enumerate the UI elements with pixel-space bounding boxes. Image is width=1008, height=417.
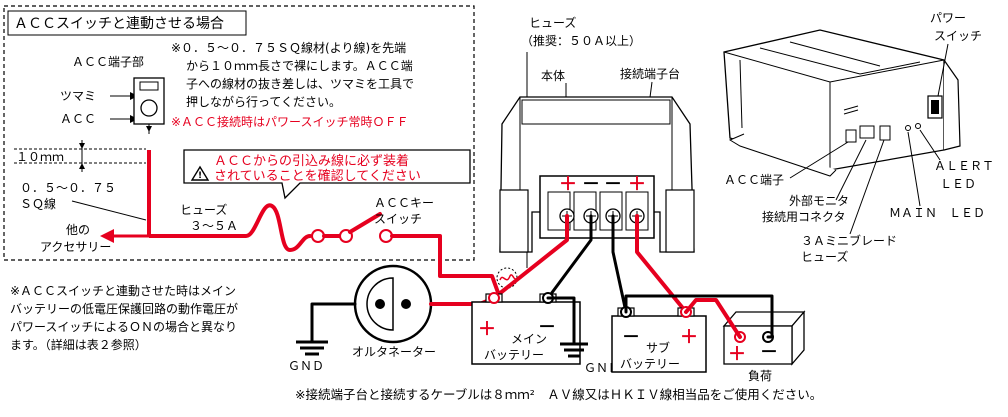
acc-knob-icon [140, 99, 158, 117]
acc-switch-section: ＡＣＣスイッチと連動させる場合 ＡＣＣ端子部 ツマミ ＡＣＣ ※０．５～０．７５… [3, 5, 475, 261]
main-plus-wire [492, 214, 569, 300]
terminal-sign-1: ＋ [559, 174, 577, 195]
alternator-icon [353, 264, 433, 344]
acc-terminal-block [133, 77, 165, 134]
sub-battery-minus: － [622, 327, 640, 348]
terminal-sign-3: － [604, 174, 622, 195]
alternator-ground-wire [310, 302, 357, 344]
load-minus-wire [624, 294, 774, 339]
caution-callout: ! ＡＣＣからの引込み線に必ず装着 されていることを確認してください [183, 149, 471, 200]
wire-size-line-1: ０．５～０．７５ [20, 181, 116, 195]
ground-icon-1 [296, 340, 328, 356]
main-fuse-recommend: （推奨：５０Ａ以上） [521, 34, 641, 48]
bottom-note-line-3: パワースイッチによるＯＮの場合と異なり [10, 319, 237, 334]
accessory-arrow-icon [100, 229, 114, 243]
wire-size-line-2: ＳＱ線 [20, 196, 56, 211]
mini-fuse-label-line-1: ３Ａミニブレード [801, 233, 897, 248]
acc-key-label-line-2: スイッチ [374, 212, 422, 226]
svg-text:!: ! [198, 171, 202, 181]
acc-fuse-label-line-1: ヒューズ [180, 202, 227, 217]
main-battery-ground-wire [546, 296, 576, 346]
main-minus-wire [546, 214, 593, 300]
caution-line-1: ＡＣＣからの引込み線に必ず装着 [214, 153, 409, 169]
power-circuit: ※ＡＣＣスイッチと連動させた時はメイン バッテリーの低電圧保護回路の動作電圧が … [10, 264, 822, 402]
device-main-led [905, 125, 911, 131]
alert-led-label-line-1: ＡＬＥＲＴ [934, 159, 994, 173]
ext-monitor-label-line-1: 外部モニタ [789, 193, 849, 208]
acc-fuse-label-line-2: ３～５Ａ [190, 219, 238, 233]
device-acc-terminal-icon [845, 129, 857, 143]
acc-warning-power-off: ※ＡＣＣ接続時はパワースイッチ常時ＯＦＦ [171, 114, 408, 129]
load-plus: ＋ [728, 344, 746, 365]
acc-note-line-2: から１０ｍｍ長さで裸にします。ＡＣＣ端 [186, 58, 413, 73]
power-switch-label-line-2: スイッチ [934, 29, 982, 43]
acc-to-battery-wire [390, 234, 502, 300]
cable-note: ※接続端子台と接続するケーブルは８ｍｍ² ＡＶ線又はＨＫＩＶ線相当品をご使用くだ… [295, 387, 822, 402]
bottom-note-line-2: バッテリーの低電圧保護回路の動作電圧が [10, 301, 238, 316]
sub-plus-wire [635, 214, 688, 314]
main-battery-minus: － [538, 317, 556, 338]
terminal-sign-4: ＋ [628, 174, 646, 195]
main-battery-plus: ＋ [478, 319, 496, 340]
dim-10mm-label: １０ｍｍ [16, 150, 64, 164]
acc-fuse-icon [244, 203, 312, 252]
terminal-block-label: 接続端子台 [620, 66, 680, 81]
device-alert-led [915, 123, 921, 129]
main-battery [471, 292, 581, 365]
acc-section-border [3, 5, 475, 261]
ground-icon-2 [560, 342, 588, 358]
acc-terminal-device-label: ＡＣＣ端子 [724, 173, 784, 187]
mini-fuse-label-line-2: ヒューズ [801, 249, 848, 264]
main-fuse-label: ヒューズ [529, 15, 576, 30]
main-led-label: ＭＡＩＮ ＬＥＤ [889, 206, 985, 220]
caution-line-2: されていることを確認してください [214, 168, 421, 184]
wire-size-leader [71, 200, 147, 221]
acc-label: ＡＣＣ [60, 112, 96, 126]
bottom-note-line-1: ※ＡＣＣスイッチと連動させた時はメイン [10, 284, 236, 298]
device-mini-fuse-icon [879, 125, 891, 141]
alert-led-label-line-2: ＬＥＤ [940, 177, 976, 191]
alternator-label: オルタネーター [352, 345, 436, 359]
power-switch-label-line-1: パワー [930, 11, 966, 25]
device-illustration: パワー スイッチ ＡＣＣ端子 外部モニタ 接続用コネクタ ＡＬＥＲＴ ＬＥＤ Ｍ… [723, 11, 994, 264]
warning-triangle-icon [190, 165, 210, 181]
sub-minus-wire [611, 214, 628, 314]
acc-section-title: ＡＣＣスイッチと連動させる場合 [14, 16, 224, 32]
other-accessory-line-1: 他の [66, 223, 90, 237]
acc-title-box [7, 10, 247, 36]
acc-note-line-1: ※０．５～０．７５ＳＱ線材(より線)を先端 [171, 40, 406, 55]
sub-battery-label-line-2: バッテリー [620, 357, 680, 371]
terminal-sign-2: － [582, 174, 600, 195]
device-ext-monitor-connector [859, 125, 875, 139]
bottom-note-line-4: ます。（詳細は表２参照） [10, 337, 147, 352]
sub-battery-label-line-1: サブ [646, 340, 670, 355]
acc-note-line-3: 子への線材の抜き差しは、ツマミを工具で [186, 76, 414, 91]
other-accessory-line-2: アクセサリー [40, 240, 111, 254]
sub-battery [611, 306, 707, 373]
body-label: 本体 [541, 69, 565, 83]
main-battery-label-line-2: バッテリー [484, 348, 544, 362]
ext-monitor-label-line-2: 接続用コネクタ [762, 209, 846, 224]
sub-battery-plus: ＋ [680, 327, 698, 348]
acc-key-switch-lever [348, 212, 382, 234]
acc-note-line-4: 押しながら行ってください。 [186, 94, 341, 109]
acc-key-label-line-1: ＡＣＣキー [374, 196, 434, 210]
gnd-label-1: ＧＮＤ [288, 359, 324, 373]
main-battery-label-line-1: メイン [511, 332, 547, 346]
load-minus: － [760, 342, 778, 363]
knob-label: ツマミ [60, 89, 96, 103]
gnd-label-2: ＧＮＤ [584, 361, 620, 375]
load-plus-wire [684, 298, 742, 339]
main-unit: ヒューズ （推奨：５０Ａ以上） 本体 接続端子台 ＋ － － ＋ [499, 15, 695, 268]
acc-terminal-label: ＡＣＣ端子部 [72, 54, 144, 69]
load-label: 負荷 [748, 369, 772, 383]
